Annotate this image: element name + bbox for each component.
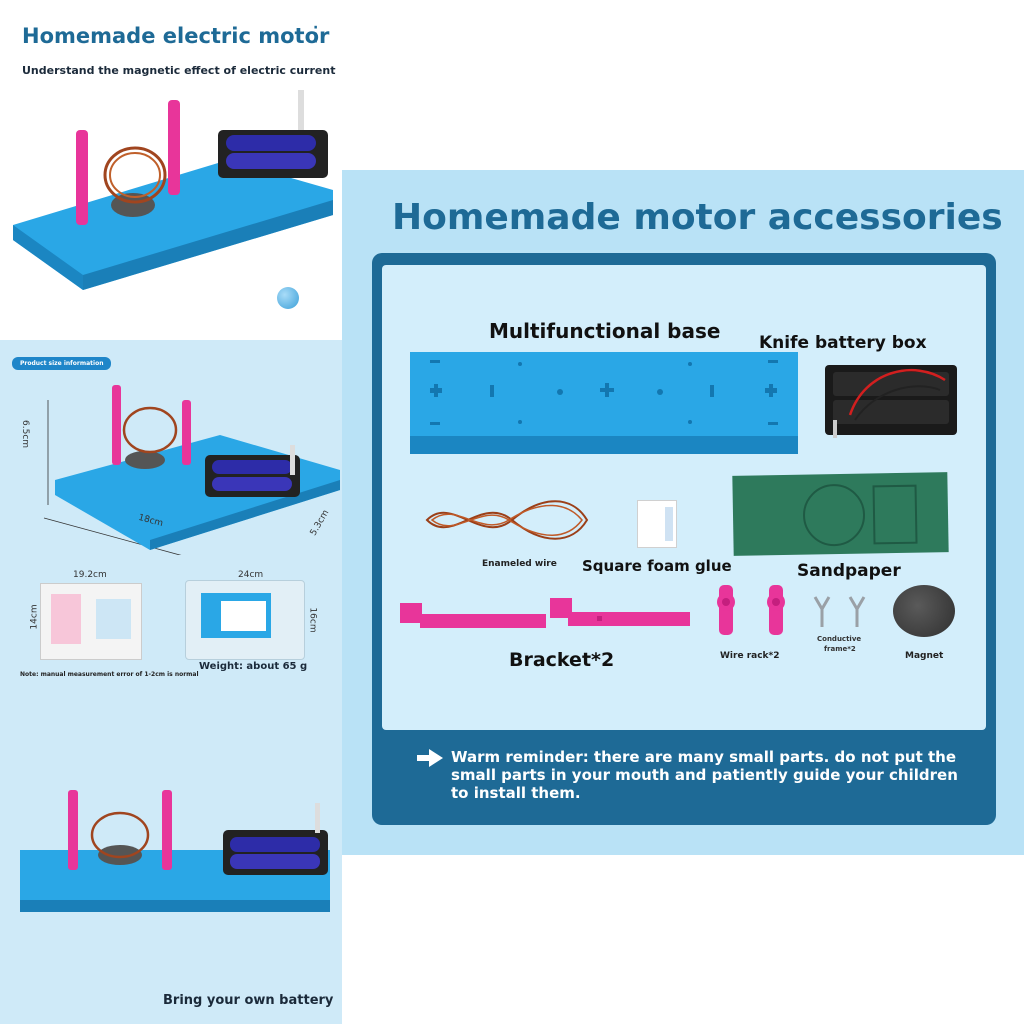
size-info-panel: Product size information 6.5cm 18cm 5.3c… [0, 340, 342, 690]
motor-kit-image [13, 90, 333, 290]
ball-decoration [277, 287, 299, 309]
conductive-frame-label-2: frame*2 [824, 645, 856, 653]
battery-box-label: Knife battery box [759, 333, 927, 353]
weight-label: Weight: about 65 g [199, 661, 308, 672]
size-info-badge: Product size information [12, 357, 112, 370]
sandpaper-label: Sandpaper [797, 561, 901, 581]
battery-box-image [825, 365, 957, 438]
dots-decoration: ··· [313, 20, 319, 50]
box-image [40, 583, 142, 660]
page-subtitle: Understand the magnetic effect of electr… [22, 64, 336, 77]
size-diagram-image [43, 385, 340, 555]
page-title: Homemade electric motor [22, 24, 330, 48]
foam-glue-image [637, 500, 677, 548]
base-label: Multifunctional base [489, 319, 721, 343]
motor-assembled-image [20, 790, 330, 912]
magnet-image [893, 585, 955, 637]
wire-rack-image [717, 585, 785, 635]
enameled-wire-image [425, 500, 589, 540]
bag-height-label: 16cm [307, 607, 318, 633]
bracket-image [400, 598, 690, 628]
arrow-right-icon [417, 749, 443, 767]
bag-image [185, 580, 305, 660]
conductive-frame-label-1: Conductive [817, 635, 862, 643]
wire-label: Enameled wire [482, 559, 557, 569]
height-label: 6.5cm [20, 420, 30, 449]
intro-panel: Homemade electric motor ··· Understand t… [0, 0, 342, 340]
conductive-frame-image [813, 596, 866, 627]
battery-panel: Bring your own battery [0, 690, 342, 1024]
measurement-note: Note: manual measurement error of 1-2cm … [20, 671, 199, 678]
accessories-title: Homemade motor accessories [392, 197, 1003, 238]
foam-glue-label: Square foam glue [582, 557, 732, 575]
bring-battery-label: Bring your own battery [163, 993, 334, 1008]
box-height-label: 14cm [29, 604, 40, 630]
wire-rack-label: Wire rack*2 [720, 651, 780, 661]
box-width-label: 19.2cm [73, 570, 107, 580]
magnet-label: Magnet [905, 651, 944, 661]
warm-reminder: Warm reminder: there are many small part… [451, 748, 958, 802]
base-image [410, 352, 798, 454]
bag-width-label: 24cm [238, 570, 264, 580]
bracket-label: Bracket*2 [509, 649, 615, 671]
sandpaper-image [732, 472, 949, 556]
